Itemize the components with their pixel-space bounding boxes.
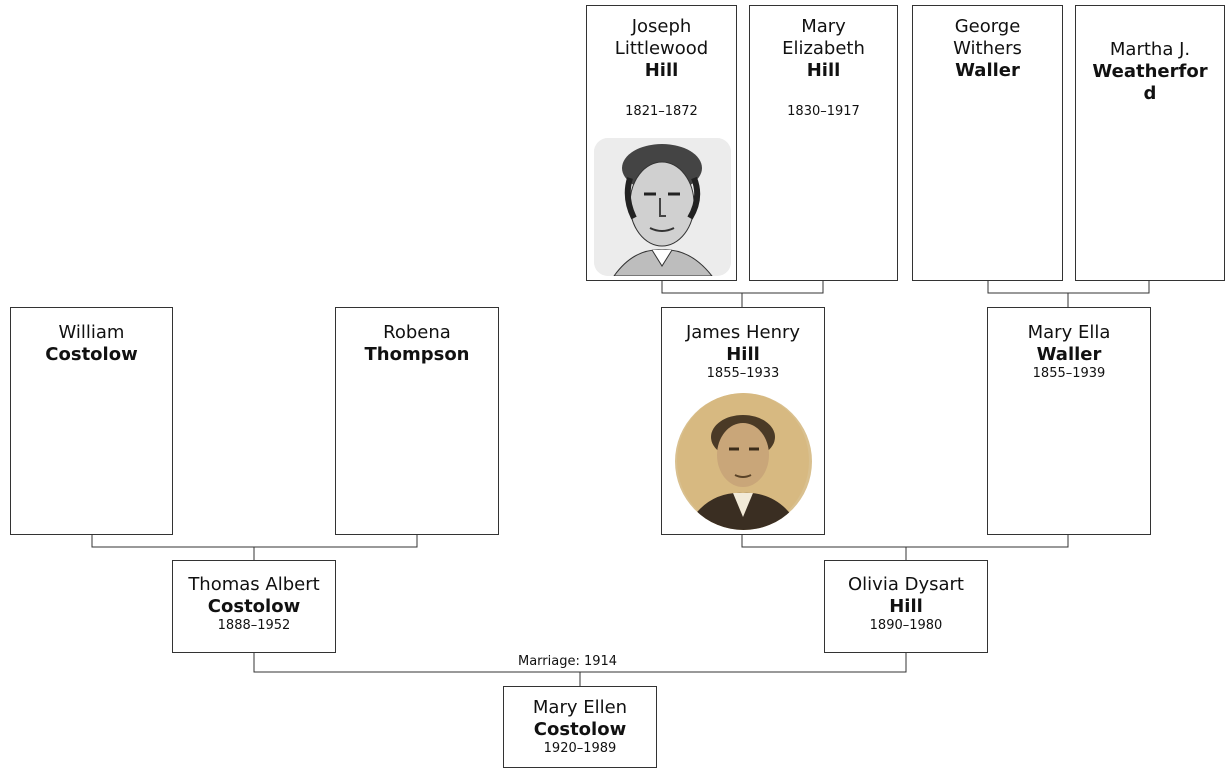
surname: Waller — [1036, 344, 1102, 365]
given-name: Mary Elizabeth — [782, 16, 865, 59]
surname: Costolow — [533, 719, 627, 740]
person-card-joseph-hill[interactable]: Joseph Littlewood Hill 1821–1872 — [586, 5, 737, 281]
given-name: Mary Ellen — [532, 697, 628, 718]
given-name: Mary Ella — [1027, 322, 1111, 343]
connector-hill-parents — [661, 280, 824, 307]
connector-costolow-parents — [91, 534, 418, 560]
surname: Waller — [955, 60, 1020, 81]
surname: Hill — [726, 344, 760, 365]
life-dates: 1830–1917 — [787, 104, 860, 119]
given-name: Robena — [383, 322, 451, 343]
surname: Hill — [644, 60, 679, 81]
surname: Hill — [889, 596, 923, 617]
surname: Weatherfor d — [1092, 61, 1208, 104]
person-card-william-costolow[interactable]: William Costolow — [10, 307, 173, 535]
person-card-mary-ellen-costolow[interactable]: Mary Ellen Costolow 1920–1989 — [503, 686, 657, 768]
given-name: Thomas Albert — [188, 574, 320, 595]
given-name: Martha J. — [1109, 39, 1191, 60]
given-name: William — [58, 322, 125, 343]
life-dates: 1888–1952 — [217, 618, 291, 633]
portrait-photo — [594, 138, 731, 276]
connector-waller-parents — [987, 280, 1150, 307]
person-card-james-henry-hill[interactable]: James Henry Hill 1855–1933 — [661, 307, 825, 535]
connector-olivia-parents — [741, 534, 1069, 560]
person-card-george-waller[interactable]: George Withers Waller — [912, 5, 1063, 281]
given-name: James Henry — [685, 322, 801, 343]
life-dates: 1855–1939 — [1032, 366, 1106, 381]
surname: Costolow — [45, 344, 138, 365]
given-name: Joseph Littlewood — [614, 16, 709, 59]
marriage-label: Marriage: 1914 — [515, 655, 621, 669]
person-card-thomas-albert-costolow[interactable]: Thomas Albert Costolow 1888–1952 — [172, 560, 336, 653]
life-dates: 1855–1933 — [706, 366, 780, 381]
life-dates: 1821–1872 — [625, 104, 698, 119]
connector-marriage — [253, 652, 907, 686]
given-name: Olivia Dysart — [848, 574, 964, 595]
life-dates: 1890–1980 — [869, 618, 943, 633]
person-card-mary-elizabeth-hill[interactable]: Mary Elizabeth Hill 1830–1917 — [749, 5, 898, 281]
person-card-martha-weatherford[interactable]: Martha J. Weatherfor d — [1075, 5, 1225, 281]
given-name: George Withers — [953, 16, 1022, 59]
person-card-olivia-dysart-hill[interactable]: Olivia Dysart Hill 1890–1980 — [824, 560, 988, 653]
person-card-mary-ella-waller[interactable]: Mary Ella Waller 1855–1939 — [987, 307, 1151, 535]
surname: Thompson — [364, 344, 470, 365]
surname: Costolow — [207, 596, 301, 617]
portrait-photo — [675, 393, 812, 530]
person-card-robena-thompson[interactable]: Robena Thompson — [335, 307, 499, 535]
surname: Hill — [806, 60, 841, 81]
life-dates: 1920–1989 — [543, 741, 617, 756]
